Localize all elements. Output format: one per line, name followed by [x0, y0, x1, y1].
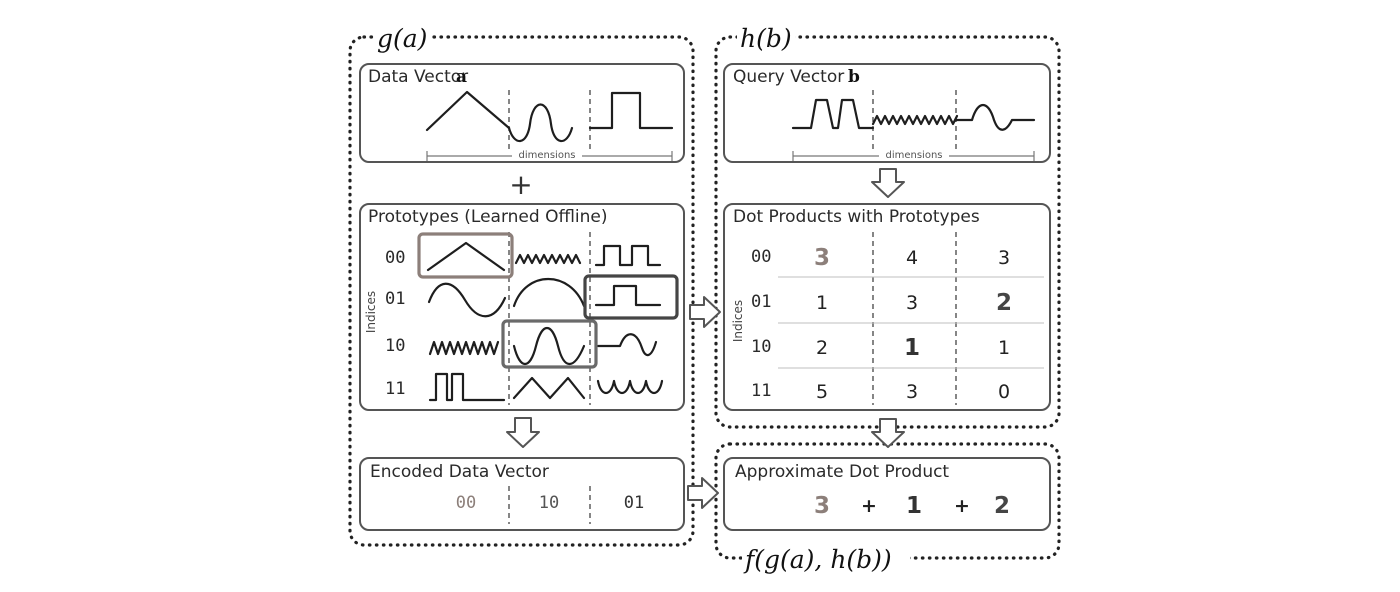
approx-term-3: 2 [994, 493, 1010, 519]
right-arrow-bottom [687, 477, 719, 509]
left-func-label: g(a) [377, 24, 427, 53]
dot-cell-10-3: 1 [998, 337, 1010, 359]
prototype-index-01: 01 [385, 289, 405, 309]
dot-products-title: Dot Products with Prototypes [733, 207, 980, 227]
query-vector-dimensions-label: dimensions [885, 150, 942, 161]
encoded-code-2: 10 [539, 493, 559, 513]
data-vector-sine-wave [507, 103, 574, 143]
prototype-00-zigzag-wave [514, 253, 582, 265]
dot-row-index-10: 10 [751, 337, 771, 357]
prototype-index-11: 11 [385, 379, 405, 399]
bottom-func-label: f(g(a), h(b)) [743, 545, 892, 574]
highlight-prototype-01 [583, 274, 679, 320]
down-arrow-right-bottom [871, 418, 905, 448]
data-vector-title: Data Vector [368, 67, 468, 87]
prototype-10-damped-wave [596, 333, 658, 357]
highlight-prototype-00 [417, 232, 514, 279]
query-vector-symbol: b [848, 67, 860, 87]
prototype-00-square-wave [594, 244, 662, 267]
query-vector-zigzag-wave [871, 114, 959, 126]
plus-sign: + [509, 168, 532, 201]
encoded-data-vector-title: Encoded Data Vector [370, 462, 549, 482]
dot-products-indices-label: Indices [731, 300, 745, 342]
dot-row-index-00: 00 [751, 247, 771, 267]
approx-term-1: 3 [814, 493, 830, 519]
prototype-index-00: 00 [385, 248, 405, 268]
prototypes-title: Prototypes (Learned Offline) [368, 207, 607, 227]
data-vector-dimensions-label: dimensions [518, 150, 575, 161]
encoded-code-3: 01 [624, 493, 644, 513]
dot-cell-00-2: 4 [906, 247, 918, 269]
approx-plus-2: + [954, 495, 970, 517]
prototypes-panel [359, 203, 685, 411]
dot-cell-00-3: 3 [998, 247, 1010, 269]
approx-dot-product-panel [723, 457, 1051, 531]
down-arrow-right-top [871, 168, 905, 198]
approx-term-2: 1 [906, 493, 922, 519]
data-vector-pulse-wave [588, 91, 674, 130]
encoded-data-vector-panel [359, 457, 685, 531]
prototypes-indices-label: Indices [364, 291, 378, 333]
query-vector-title: Query Vector [733, 67, 844, 87]
prototype-11-scallop-wave [596, 379, 664, 395]
prototype-10-zigzag-wave [428, 340, 500, 356]
prototype-11-triangle-wave [512, 376, 586, 400]
dot-cell-10-1: 2 [816, 337, 828, 359]
query-vector-double-pulse-wave [791, 98, 875, 130]
dot-products-panel [723, 203, 1051, 411]
prototype-01-arc-wave [512, 278, 586, 308]
right-func-label: h(b) [740, 24, 792, 53]
dot-cell-11-3: 0 [998, 381, 1010, 403]
highlight-prototype-10 [501, 319, 598, 369]
approx-dot-product-title: Approximate Dot Product [735, 462, 949, 482]
dot-cell-00-1: 3 [814, 245, 830, 271]
right-arrow-middle [689, 296, 721, 328]
dot-cell-11-1: 5 [816, 381, 828, 403]
prototype-00-triangle-wave [426, 241, 506, 272]
prototype-01-sine-wave [427, 282, 507, 318]
data-vector-panel [359, 63, 685, 163]
dot-row-index-01: 01 [751, 292, 771, 312]
query-vector-damped-wave [954, 103, 1036, 131]
prototype-10-sine-wave [512, 326, 586, 366]
query-vector-panel [723, 63, 1051, 163]
left-dotted-group [348, 35, 695, 547]
right-dotted-group-top [714, 35, 1061, 429]
dot-cell-01-1: 1 [816, 292, 828, 314]
prototype-01-pulse-wave [594, 284, 662, 307]
data-vector-triangle-wave [425, 90, 511, 132]
dot-cell-01-2: 3 [906, 292, 918, 314]
encoded-code-1: 00 [456, 493, 476, 513]
approx-plus-1: + [861, 495, 877, 517]
prototype-11-double-pulse-wave [428, 372, 506, 402]
dot-row-index-11: 11 [751, 381, 771, 401]
data-vector-symbol: a [456, 67, 467, 87]
prototype-index-10: 10 [385, 336, 405, 356]
dot-cell-10-2: 1 [904, 335, 920, 361]
dot-cell-01-3: 2 [996, 290, 1012, 316]
dot-cell-11-2: 3 [906, 381, 918, 403]
down-arrow-left [506, 417, 540, 448]
